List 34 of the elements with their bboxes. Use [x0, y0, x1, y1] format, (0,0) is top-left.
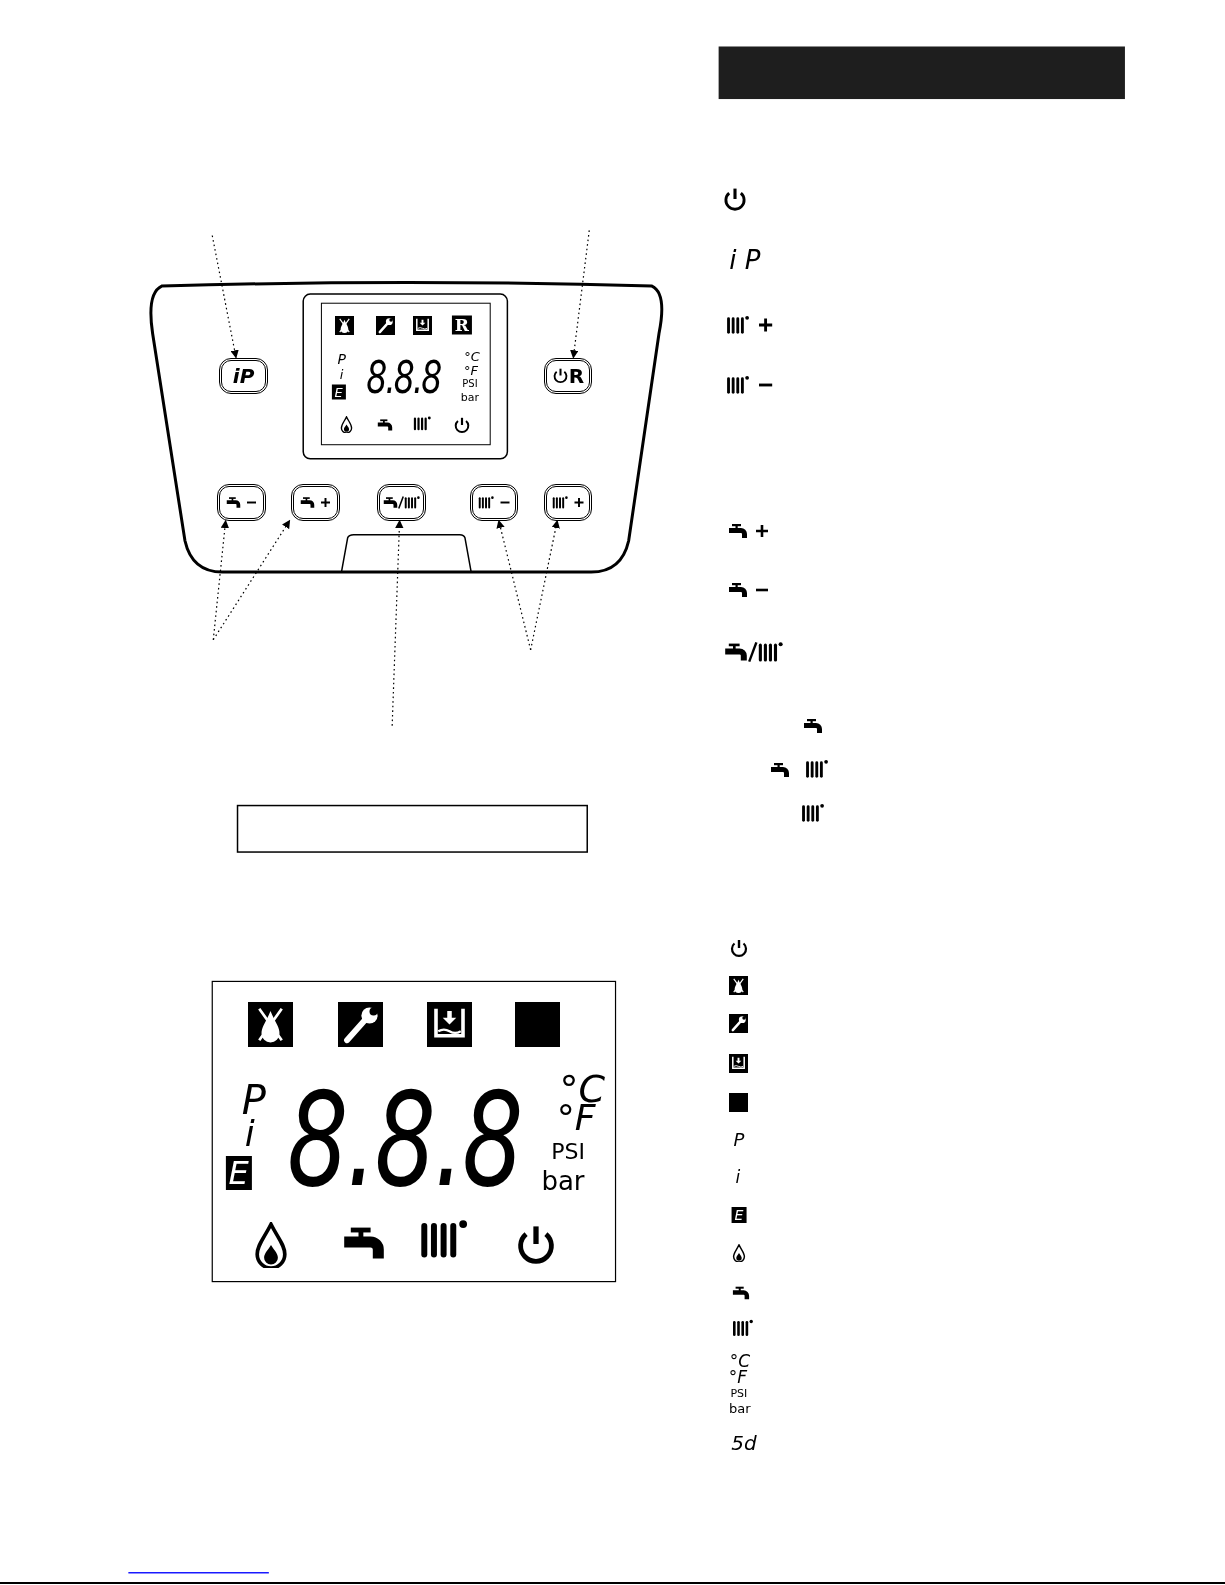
display-text: bar — [460, 391, 480, 403]
display-text: °C — [464, 349, 480, 363]
indicator-letter: R — [451, 315, 472, 335]
display-text: i — [735, 1169, 741, 1186]
display-text: °F — [728, 1368, 747, 1386]
display-text: °C — [729, 1352, 751, 1370]
indicator-letter: E — [731, 1206, 747, 1223]
display-text: 5d — [731, 1433, 757, 1454]
display-text: PSI — [551, 1141, 585, 1164]
display-text: i — [339, 367, 344, 381]
display-text: P — [733, 1131, 745, 1150]
display-text: bar — [541, 1167, 585, 1194]
control-button — [377, 484, 426, 521]
display-text: PSI — [730, 1387, 748, 1399]
control-button — [543, 484, 593, 521]
leader-line — [212, 519, 291, 641]
display-text: PSI — [462, 379, 478, 390]
leader-line — [391, 519, 404, 727]
display-text: °F — [464, 363, 478, 377]
control-button: R — [543, 357, 593, 395]
display-text: P — [337, 351, 346, 366]
indicator-letter: E — [331, 384, 346, 400]
display-text: bar — [729, 1401, 751, 1415]
segment-digits: 8.8.8 — [287, 1075, 522, 1205]
display-text: i P — [729, 246, 761, 273]
control-button: iP — [219, 357, 268, 395]
leader-line — [570, 229, 590, 359]
leader-line — [530, 519, 560, 651]
control-button — [217, 484, 266, 521]
segment-digits: 8.8.8 — [366, 354, 441, 400]
leader-line — [211, 234, 239, 359]
control-button — [470, 484, 519, 521]
control-button — [291, 484, 340, 521]
indicator-letter: E — [225, 1156, 252, 1191]
